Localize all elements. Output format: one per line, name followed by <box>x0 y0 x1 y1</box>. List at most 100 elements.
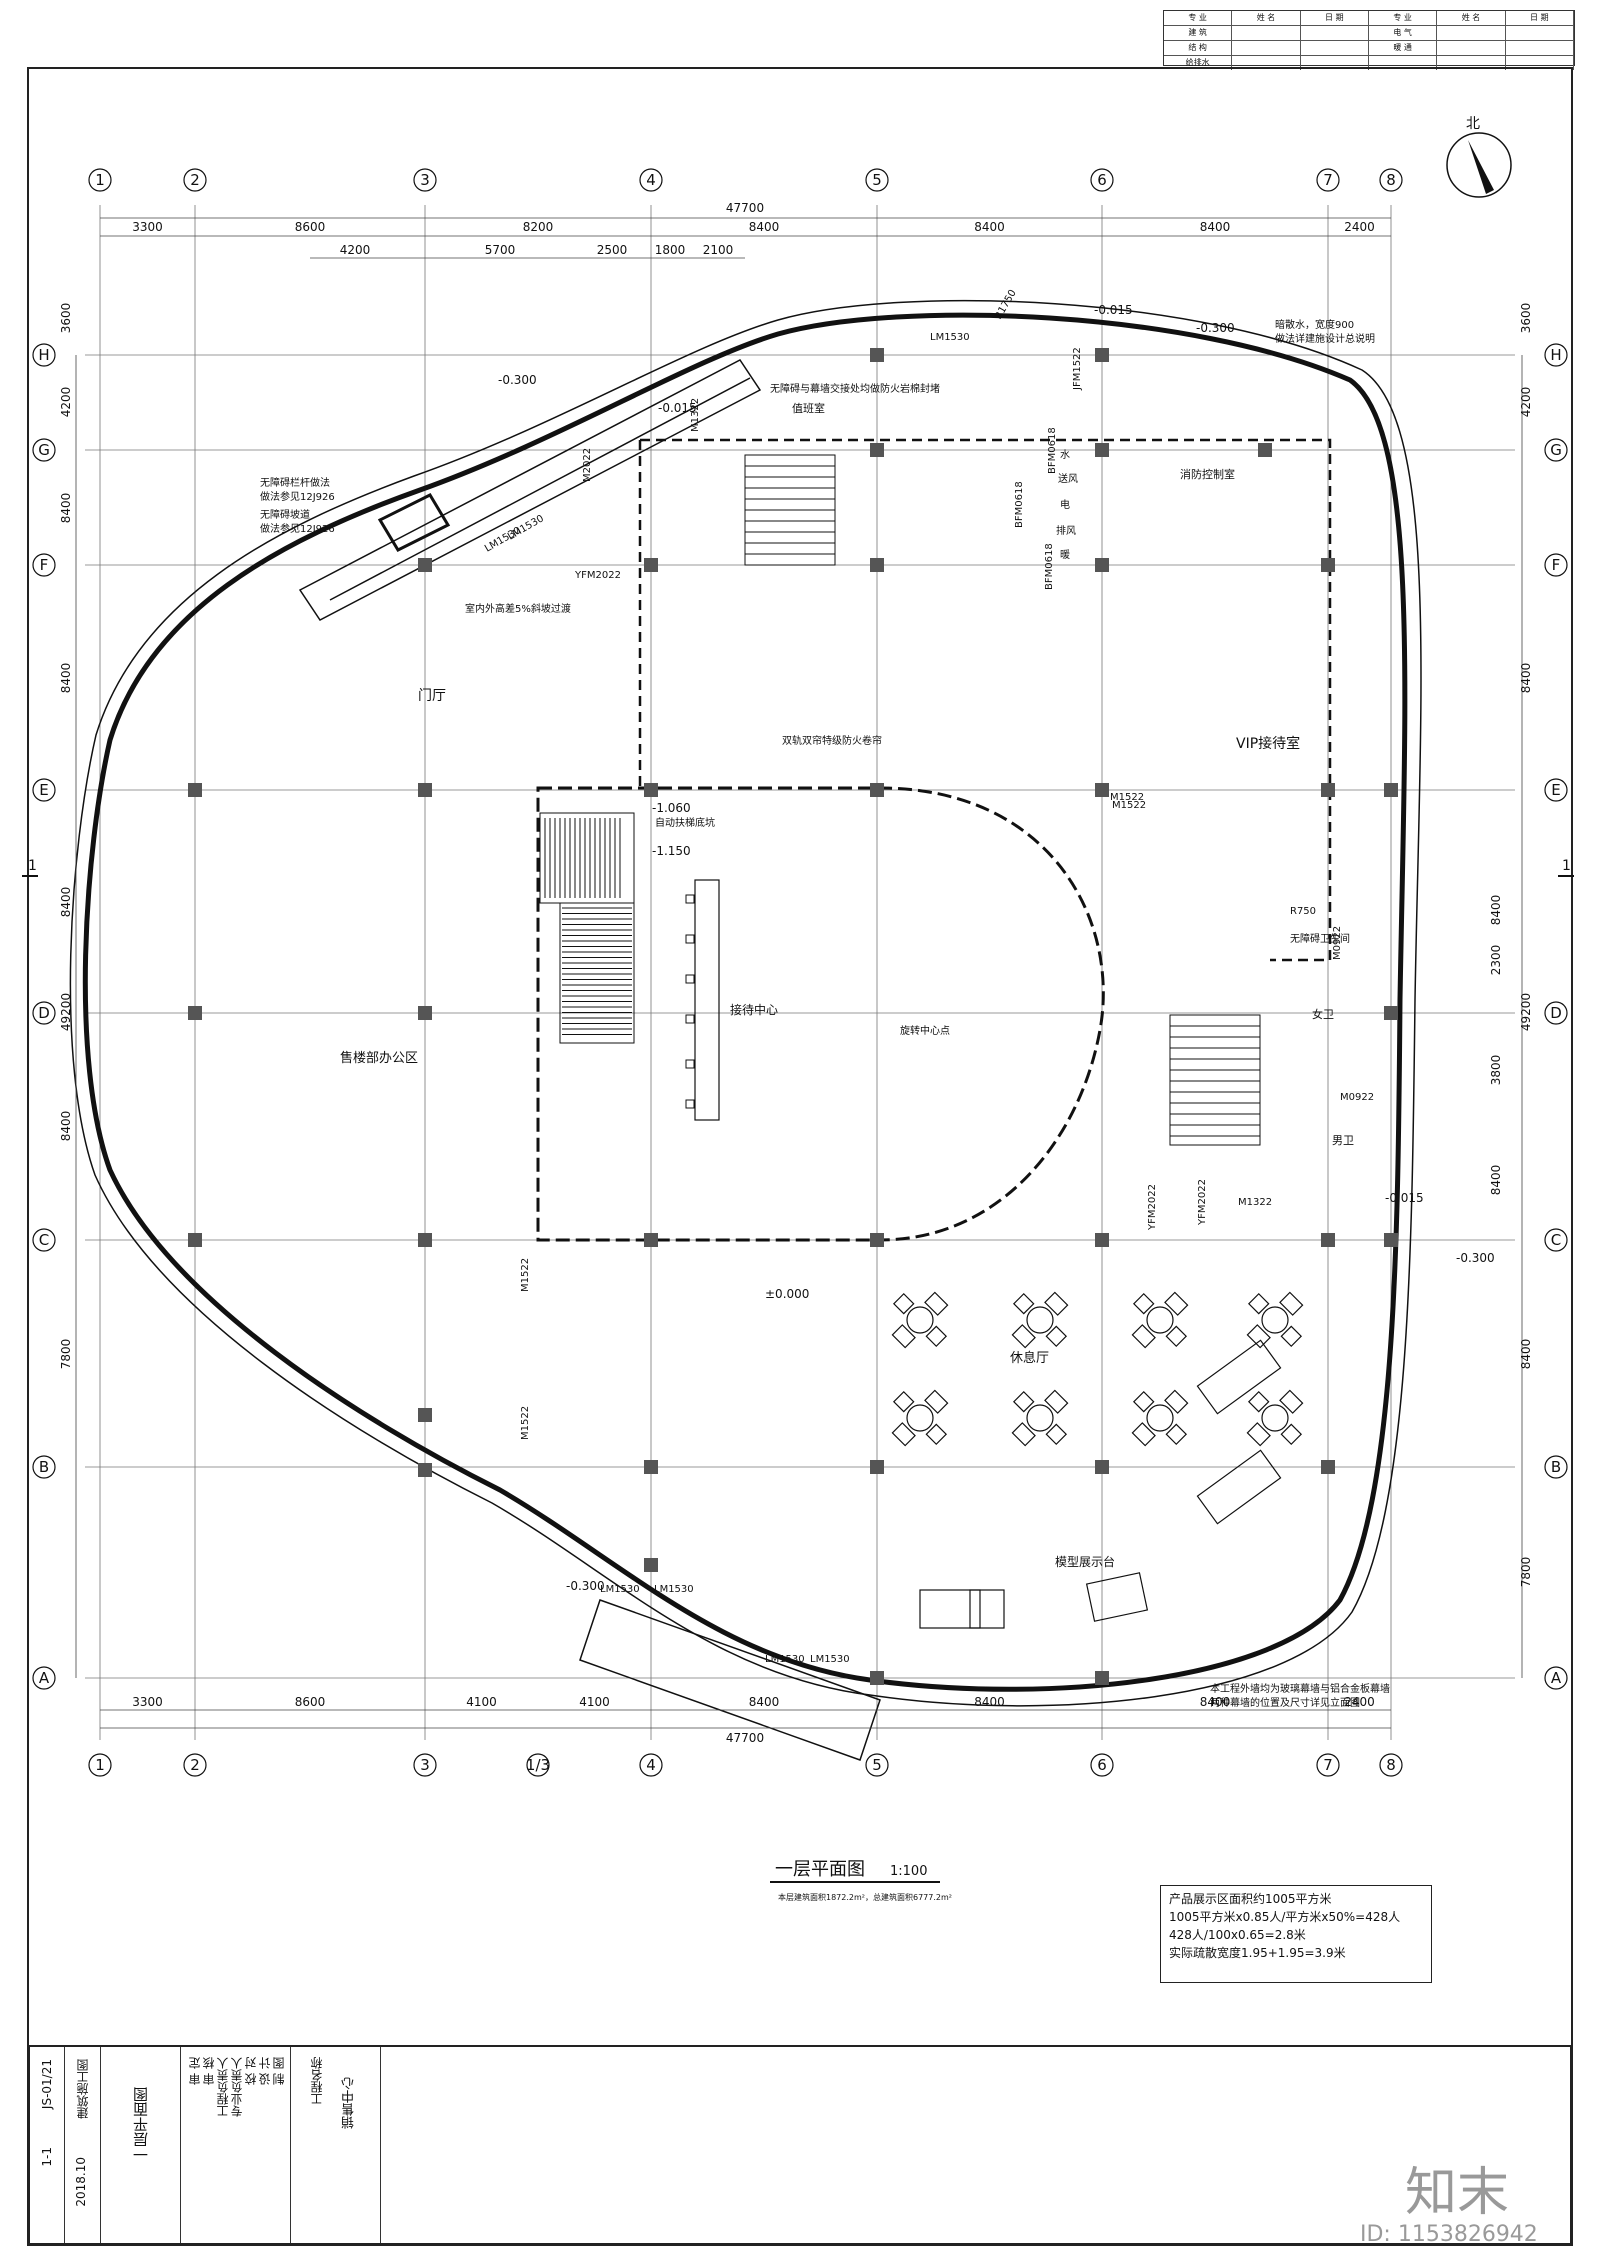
column-bubble-top-8: 8 <box>1379 168 1403 192</box>
svg-text:1: 1 <box>95 171 105 189</box>
dim-right-inner-1: 2300 <box>1489 945 1503 976</box>
room-accessible-wc: 无障碍卫生间 <box>1290 932 1350 945</box>
column-4 <box>1095 783 1109 797</box>
desk-post-5 <box>685 1099 695 1109</box>
svg-text:6: 6 <box>1097 171 1107 189</box>
dim-left-3: 8400 <box>59 663 73 694</box>
row-bubble-right-B: B <box>1544 1455 1568 1479</box>
room-lounge: 休息厅 <box>1010 1350 1049 1366</box>
row-bubble-left-E: E <box>32 778 56 802</box>
svg-text:2: 2 <box>190 171 200 189</box>
note-drainage-1: 暗散水，宽度900 <box>1275 318 1354 331</box>
column-15 <box>1321 1233 1335 1247</box>
entrance-ramp-south <box>579 1599 881 1761</box>
column-1 <box>418 783 432 797</box>
column-6 <box>1384 783 1398 797</box>
svg-text:F: F <box>1552 556 1561 574</box>
tb-role-6: 制 图 <box>272 2057 286 2085</box>
column-bubble-bottom-3: 3 <box>413 1753 437 1777</box>
dim-left-2: 8400 <box>59 493 73 524</box>
column-23 <box>870 443 884 457</box>
svg-text:2: 2 <box>190 1756 200 1774</box>
dim-top-1: 8600 <box>295 220 326 234</box>
note-facade-1: 本工程外墙均为玻璃幕墙与铝合金板幕墙 <box>1210 1682 1390 1695</box>
shaft-supply-air: 送风 <box>1058 472 1078 485</box>
note-railing: 无障碍栏杆做法 <box>260 476 330 489</box>
row-bubble-left-H: H <box>32 343 56 367</box>
door-tag-5: LM1530 <box>810 1654 850 1665</box>
calc-line-1: 产品展示区面积约1005平方米 <box>1169 1892 1332 1906</box>
column-13 <box>870 1233 884 1247</box>
drawing-title: 一层平面图 <box>775 1859 865 1880</box>
note-ramp-slope: 室内外高差5%斜坡过渡 <box>465 602 571 615</box>
door-tag-10: M1522 <box>1110 792 1144 803</box>
tb-date: 2018.10 <box>74 2157 88 2207</box>
room-model: 模型展示台 <box>1055 1554 1115 1569</box>
row-bubble-left-A: A <box>32 1666 56 1690</box>
door-tag-17: YFM2022 <box>1147 1184 1158 1231</box>
dim-right-1: 4200 <box>1519 387 1533 418</box>
column-11 <box>418 1233 432 1247</box>
lounge-table-2 <box>1131 1291 1189 1349</box>
svg-text:7: 7 <box>1323 171 1333 189</box>
dim-right-4: 7800 <box>1519 1557 1533 1588</box>
dim-top-5: 8400 <box>1200 220 1231 234</box>
column-26 <box>418 558 432 572</box>
door-tag-12: M1522 <box>520 1258 531 1292</box>
svg-text:1/3: 1/3 <box>526 1756 550 1774</box>
column-bubble-top-1: 1 <box>88 168 112 192</box>
dim-top-3: 8400 <box>749 220 780 234</box>
column-bubble-bottom-1-3: 1/3 <box>526 1753 550 1777</box>
section-mark-right: 1 <box>1562 858 1571 874</box>
svg-text:1: 1 <box>95 1756 105 1774</box>
signature-row-1: 建 筑电 气 <box>1164 26 1574 41</box>
row-bubble-right-G: G <box>1544 438 1568 462</box>
shaft-water: 水 <box>1060 449 1070 461</box>
dim-bottom-2: 4100 <box>466 1695 497 1709</box>
model-display <box>919 1339 1282 1629</box>
dim-top-sub-4: 2100 <box>703 243 734 257</box>
svg-text:C: C <box>39 1231 49 1249</box>
elev-east-entry: -0.015 <box>1385 1191 1424 1205</box>
dim-top-sub-3: 1800 <box>655 243 686 257</box>
svg-text:E: E <box>1551 781 1560 799</box>
room-duty: 值班室 <box>792 401 825 415</box>
room-male-wc: 男卫 <box>1332 1134 1354 1147</box>
column-bubble-top-3: 3 <box>413 168 437 192</box>
dim-bottom-4: 8400 <box>749 1695 780 1709</box>
door-tag-15: M0922 <box>1340 1092 1374 1103</box>
north-arrow <box>1446 132 1512 198</box>
column-bubble-bottom-8: 8 <box>1379 1753 1403 1777</box>
north-label: 北 <box>1466 116 1480 132</box>
column-34 <box>418 1408 432 1422</box>
lounge-table-5 <box>1011 1389 1069 1447</box>
area-note: 本层建筑面积1872.2m²，总建筑面积6777.2m² <box>778 1892 952 1902</box>
svg-text:3: 3 <box>420 171 430 189</box>
column-31 <box>644 1558 658 1572</box>
column-14 <box>1095 1233 1109 1247</box>
door-tag-4: LM1530 <box>765 1654 805 1665</box>
room-fire-control: 消防控制室 <box>1180 467 1235 481</box>
door-tag-18: YFM2022 <box>1197 1179 1208 1226</box>
shaft-exhaust: 排风 <box>1056 524 1076 537</box>
elev-northeast: -0.300 <box>1196 321 1235 335</box>
lounge-table-7 <box>1246 1389 1304 1447</box>
door-tag-8: M2022 <box>582 448 593 482</box>
dim-bottom-7: 2400 <box>1344 1695 1375 1709</box>
dim-top-sub-0: 4200 <box>340 243 371 257</box>
elev-north-ramp: -0.300 <box>498 373 537 387</box>
image-id: ID: 1153826942 <box>1360 2222 1538 2247</box>
escalator <box>539 812 635 1044</box>
room-vip: VIP接待室 <box>1236 735 1300 752</box>
dim-left-overall: 49200 <box>59 993 73 1031</box>
door-tag-19: JFM1522 <box>1072 347 1083 391</box>
dim-right-3: 8400 <box>1519 1339 1533 1370</box>
tb-project-label: 工程名称 <box>310 2057 324 2105</box>
lounge-table-4 <box>891 1389 949 1447</box>
room-female-wc: 女卫 <box>1312 1007 1334 1021</box>
signature-table: 专 业姓 名日 期专 业姓 名日 期 建 筑电 气 结 构暖 通 给排水 <box>1163 10 1575 70</box>
row-bubble-left-B: B <box>32 1455 56 1479</box>
